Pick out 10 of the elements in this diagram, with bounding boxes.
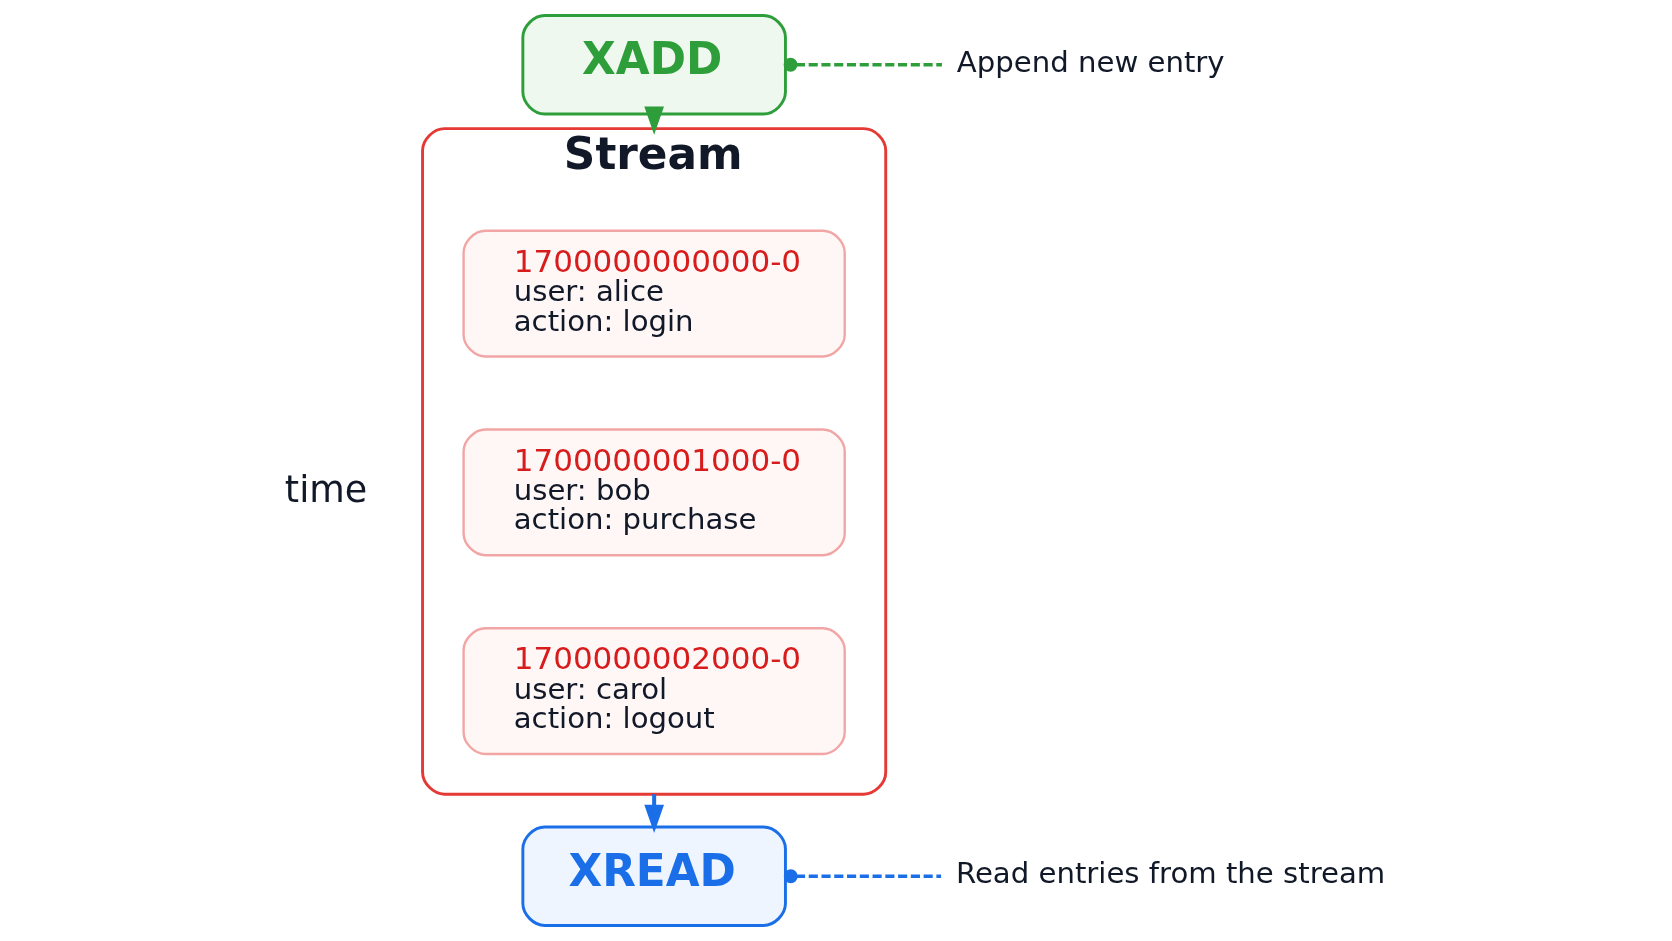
node-box: 1700000000000-0 user: alice action: login — [461, 229, 846, 358]
node-text: Append new entry — [956, 44, 1225, 79]
label: time — [284, 467, 367, 511]
node-box: 1700000002000-0 user: carol action: logout — [461, 627, 846, 756]
node-text: Read entries from the stream — [955, 856, 1385, 891]
node-box: 1700000001000-0 user: bob action: purchase — [461, 428, 846, 557]
connector — [783, 57, 942, 72]
arrow — [643, 106, 664, 135]
node-box: XREAD — [520, 825, 787, 927]
connector — [783, 869, 941, 884]
